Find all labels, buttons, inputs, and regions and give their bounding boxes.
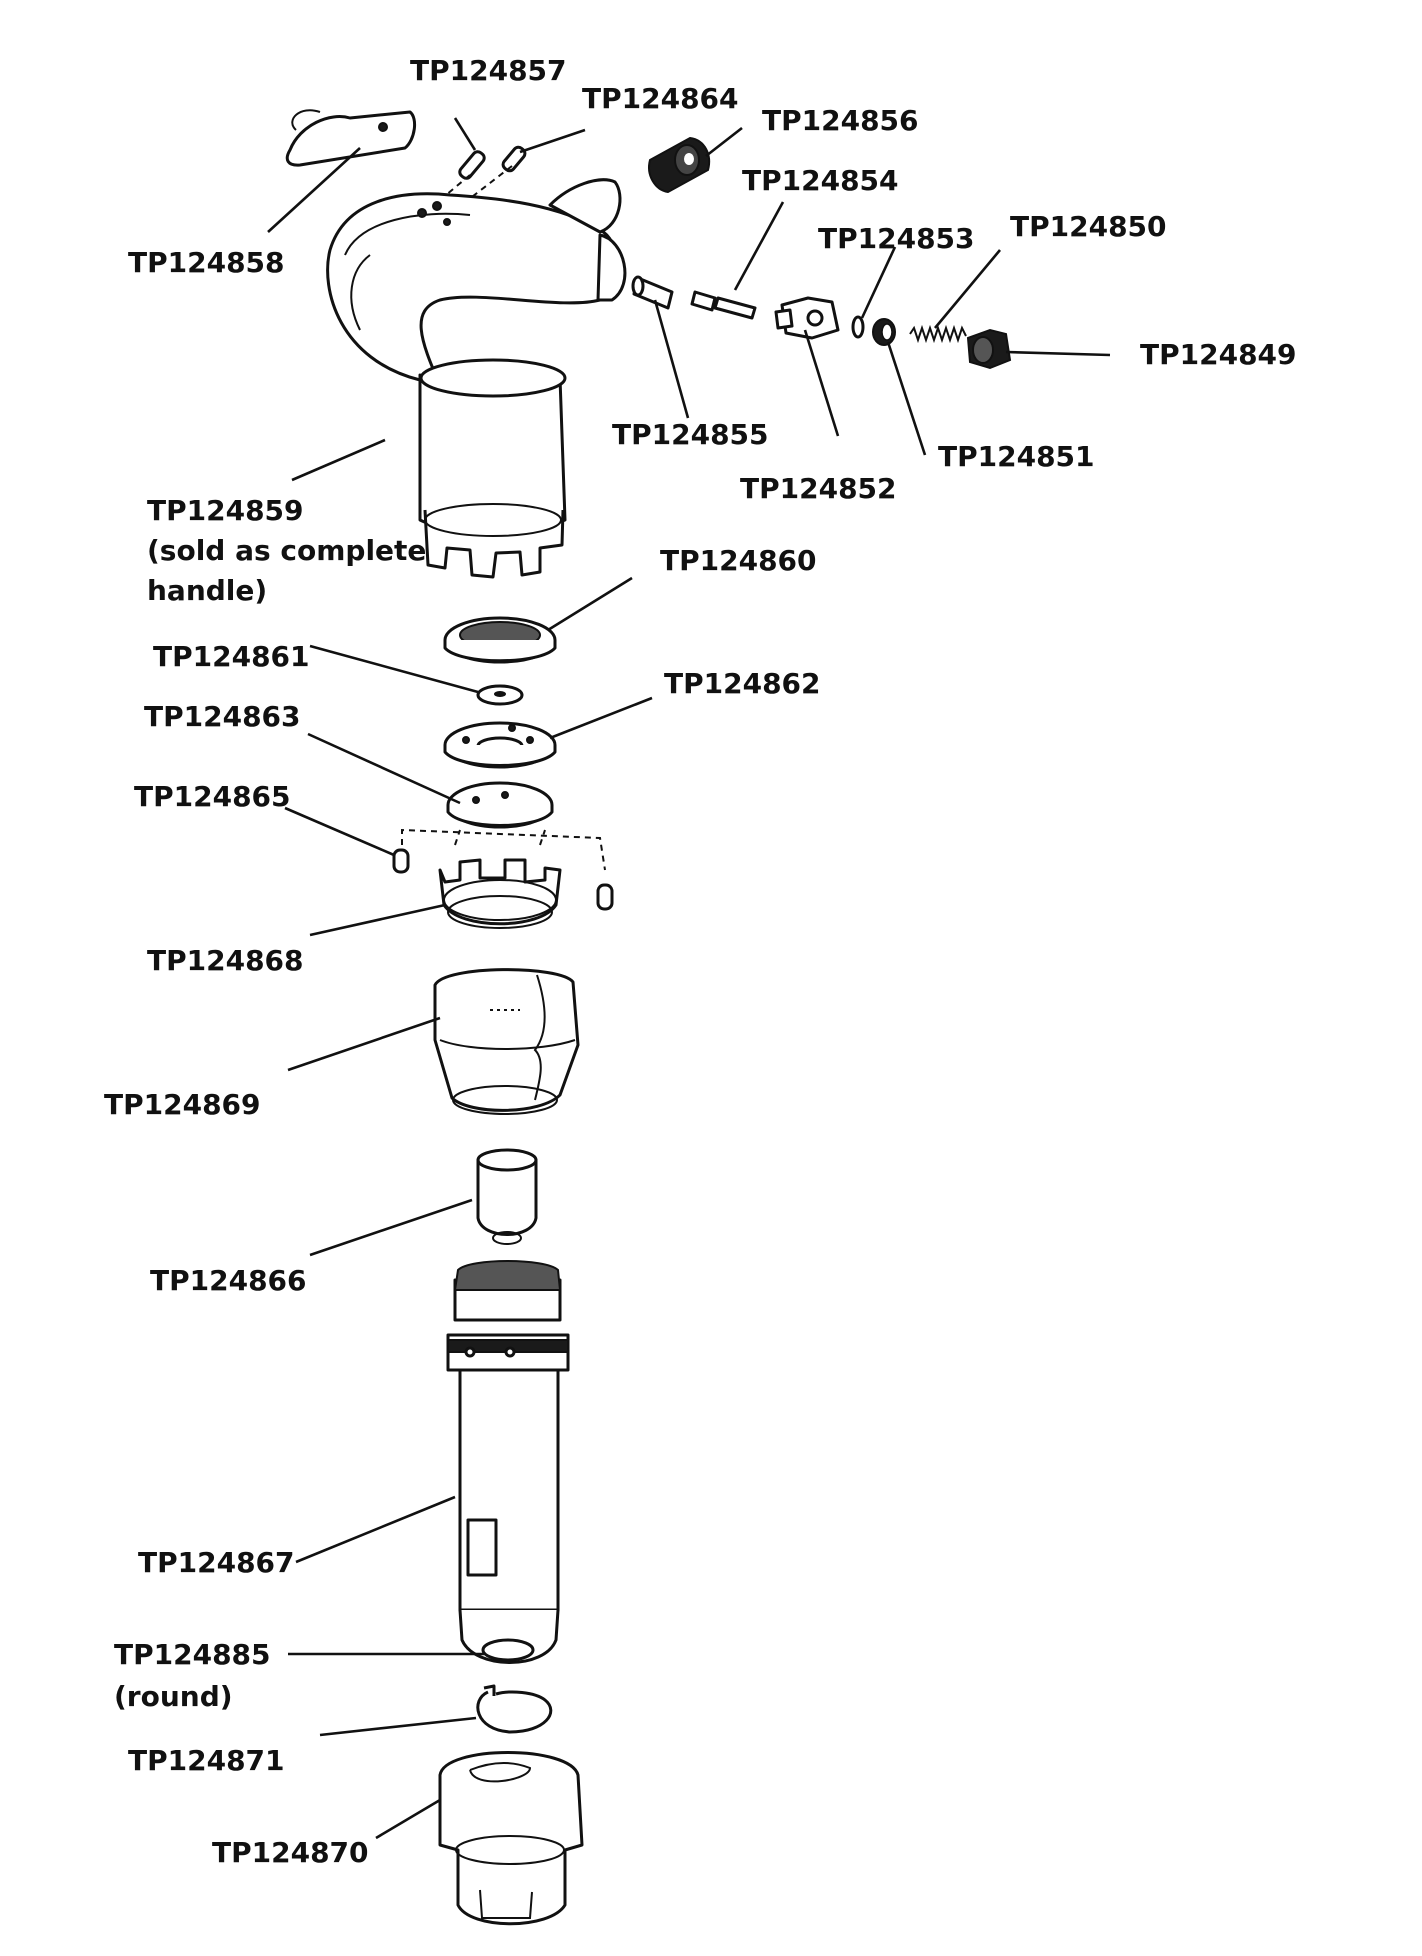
leader-tp124852: [803, 329, 840, 437]
part-trigger-lever: [285, 109, 417, 167]
part-disc: [446, 781, 554, 829]
leader-tp124871: [319, 1716, 477, 1737]
part-dark-fitting: [648, 136, 710, 194]
leader-tp124867: [295, 1495, 456, 1564]
leader-tp124854: [733, 201, 785, 291]
part-valve-body: [774, 296, 840, 340]
label-tp124860: TP124860: [660, 544, 817, 577]
leader-tp124865: [284, 806, 395, 857]
label-tp124865: TP124865: [134, 780, 291, 813]
label-tp124870: TP124870: [212, 1836, 369, 1869]
part-valve-stem: [690, 290, 757, 320]
leader-tp124850: [934, 249, 1001, 329]
label-tp124862: TP124862: [664, 667, 821, 700]
leader-tp124857: [453, 117, 477, 151]
label-tp124857: TP124857: [410, 54, 567, 87]
label-tp124885: TP124885: [114, 1638, 271, 1671]
part-spring: [909, 324, 967, 344]
label-tp124885-note: (round): [114, 1680, 233, 1713]
leader-tp124859: [291, 438, 386, 482]
label-tp124871: TP124871: [128, 1744, 285, 1777]
part-main-body: [446, 1260, 570, 1664]
part-handle: [326, 178, 627, 579]
part-valve-sleeve: [631, 275, 674, 310]
leader-lines: [267, 117, 1111, 1840]
part-locating-pins: [392, 828, 614, 911]
label-tp124863: TP124863: [144, 700, 301, 733]
leader-tp124849: [1005, 350, 1111, 357]
label-tp124850: TP124850: [1010, 210, 1167, 243]
part-cover: [433, 968, 580, 1115]
leader-tp124860: [547, 576, 633, 632]
label-tp124867: TP124867: [138, 1546, 295, 1579]
label-tp124854: TP124854: [742, 164, 899, 197]
label-tp124849: TP124849: [1140, 338, 1297, 371]
label-tp124861: TP124861: [153, 640, 310, 673]
label-tp124859-note-2: handle): [147, 574, 267, 607]
leader-tp124866: [309, 1198, 473, 1257]
leader-tp124858: [267, 147, 361, 233]
leader-tp124863: [307, 732, 461, 805]
part-bearing-ring: [443, 616, 557, 664]
leader-tp124864: [519, 128, 586, 154]
leader-tp124853: [860, 246, 897, 319]
label-tp124864: TP124864: [582, 82, 739, 115]
part-end-cap: [966, 328, 1012, 370]
label-tp124852: TP124852: [740, 472, 897, 505]
leader-tp124868: [309, 903, 446, 937]
label-tp124859: TP124859: [147, 494, 304, 527]
label-tp124858: TP124858: [128, 246, 285, 279]
label-tp124868: TP124868: [147, 944, 304, 977]
part-spring-seat: [872, 318, 896, 346]
part-nose-piece: [438, 1751, 584, 1926]
leader-tp124856: [705, 126, 743, 158]
part-labels: TP124857 TP124864 TP124856 TP124854 TP12…: [104, 54, 1297, 1869]
label-tp124866: TP124866: [150, 1264, 307, 1297]
part-plug: [476, 1148, 538, 1245]
part-circlip: [476, 1684, 553, 1734]
part-oring-small: [851, 315, 865, 339]
label-tp124856: TP124856: [762, 104, 919, 137]
label-tp124869: TP124869: [104, 1088, 261, 1121]
label-tp124855: TP124855: [612, 418, 769, 451]
label-tp124853: TP124853: [818, 222, 975, 255]
leader-tp124851: [886, 341, 927, 456]
part-plate: [443, 721, 557, 769]
leader-tp124861: [309, 644, 479, 694]
part-castellated-ring: [438, 858, 562, 929]
leader-tp124870: [375, 1798, 441, 1840]
leader-tp124862: [549, 696, 653, 740]
part-washer: [476, 684, 524, 706]
leader-tp124869: [287, 1016, 441, 1072]
leader-tp124855: [653, 299, 690, 419]
label-tp124851: TP124851: [938, 440, 1095, 473]
label-tp124859-note: (sold as complete: [147, 534, 426, 567]
